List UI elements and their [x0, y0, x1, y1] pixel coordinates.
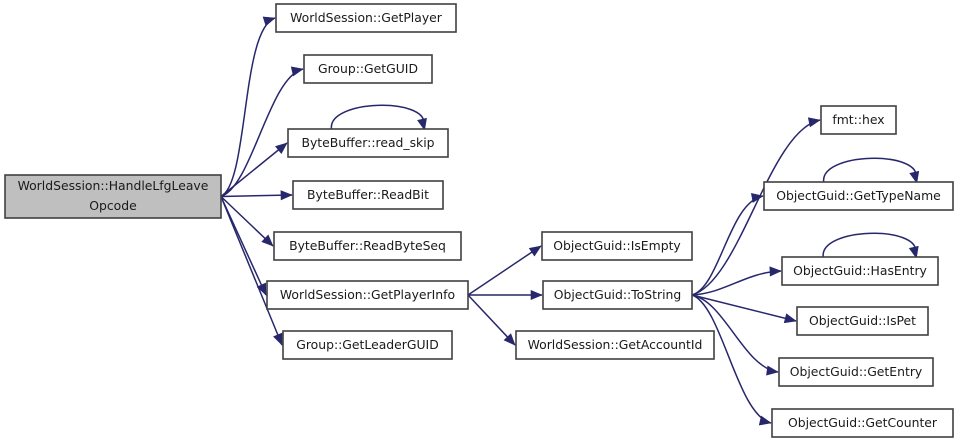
edge-root-to-read_skip [220, 142, 288, 198]
edge-gettypename-to-gettypename-arrowhead [909, 170, 920, 184]
edge-getplayerinfo-to-isempty [467, 245, 542, 296]
edge-gettypename-to-gettypename [823, 157, 920, 184]
edge-root-to-getleaderguid-arrowhead [273, 332, 283, 346]
node-ispet-box[interactable] [796, 306, 929, 336]
node-getentry-label: ObjectGuid::GetEntry [790, 364, 923, 379]
node-getplayerinfo[interactable]: WorldSession::GetPlayerInfo [266, 280, 469, 310]
edge-root-to-read_skip-arrowhead [275, 142, 288, 155]
edge-read_skip-to-read_skip [330, 104, 427, 131]
edge-root-to-getleaderguid [220, 196, 283, 346]
edge-tostring-to-getcounter [691, 294, 772, 426]
node-root-label-line1: WorldSession::HandleLfgLeave [18, 178, 209, 193]
node-getcounter[interactable]: ObjectGuid::GetCounter [771, 408, 954, 438]
node-readbyteseq-box[interactable] [273, 231, 462, 261]
node-isempty-box[interactable] [541, 231, 693, 261]
edge-root-to-getguid-arrowhead [290, 66, 304, 77]
node-read_skip[interactable]: ByteBuffer::read_skip [287, 128, 449, 158]
edge-root-to-readbit-arrowhead [280, 190, 293, 201]
node-getguid[interactable]: Group::GetGUID [303, 54, 433, 84]
node-getplayer-label: WorldSession::GetPlayer [290, 10, 443, 25]
node-getentry-box[interactable] [778, 357, 934, 387]
node-read_skip-label: ByteBuffer::read_skip [301, 135, 434, 150]
edge-tostring-to-gettypename-arrowhead [750, 192, 764, 203]
node-readbyteseq-label: ByteBuffer::ReadByteSeq [289, 238, 446, 253]
node-gettypename-box[interactable] [763, 181, 954, 211]
edge-root-to-getplayer [220, 16, 276, 198]
edge-tostring-to-fmthex [691, 117, 821, 296]
node-hasentry-label: ObjectGuid::HasEntry [793, 263, 927, 278]
edge-tostring-to-gettypename [691, 192, 764, 296]
edge-tostring-to-getentry-arrowhead [766, 365, 779, 376]
node-getplayer[interactable]: WorldSession::GetPlayer [275, 3, 457, 33]
node-readbit-label: ByteBuffer::ReadBit [307, 187, 429, 202]
edge-tostring-to-fmthex-arrowhead [807, 117, 821, 128]
edge-root-to-readbyteseq [220, 195, 274, 247]
edge-tostring-to-getentry [691, 294, 779, 376]
edge-getplayerinfo-to-tostring-arrowhead [530, 289, 543, 301]
node-getcounter-box[interactable] [771, 408, 954, 438]
edge-tostring-to-hasentry-arrowhead [769, 266, 782, 277]
node-getplayerinfo-label: WorldSession::GetPlayerInfo [280, 287, 455, 302]
node-layer: WorldSession::HandleLfgLeaveOpcodeWorldS… [4, 3, 954, 438]
node-tostring[interactable]: ObjectGuid::ToString [542, 280, 693, 310]
node-isempty-label: ObjectGuid::IsEmpty [553, 238, 681, 253]
node-getentry[interactable]: ObjectGuid::GetEntry [778, 357, 934, 387]
node-readbit[interactable]: ByteBuffer::ReadBit [292, 180, 444, 210]
edge-tostring-to-ispet [691, 294, 797, 324]
node-getguid-label: Group::GetGUID [318, 61, 418, 76]
node-gettypename-label: ObjectGuid::GetTypeName [776, 188, 941, 203]
node-getaccountid-label: WorldSession::GetAccountId [528, 337, 703, 352]
edge-tostring-to-ispet-arrowhead [783, 313, 797, 324]
node-getguid-box[interactable] [303, 54, 433, 84]
edge-root-to-readbyteseq-arrowhead [261, 234, 274, 247]
edge-getplayerinfo-to-tostring [468, 289, 543, 301]
node-getaccountid[interactable]: WorldSession::GetAccountId [515, 330, 715, 360]
edge-read_skip-to-read_skip-arrowhead [417, 117, 427, 131]
node-tostring-label: ObjectGuid::ToString [554, 287, 682, 302]
node-getplayerinfo-box[interactable] [266, 280, 469, 310]
node-ispet[interactable]: ObjectGuid::IsPet [796, 306, 929, 336]
node-fmthex[interactable]: fmt::hex [820, 105, 897, 135]
node-hasentry-box[interactable] [781, 256, 939, 286]
edge-root-to-getplayerinfo-arrowhead [256, 282, 267, 296]
edge-tostring-to-getcounter-arrowhead [758, 415, 772, 426]
edge-hasentry-to-hasentry-arrowhead [908, 245, 919, 259]
node-getaccountid-box[interactable] [515, 330, 715, 360]
node-fmthex-box[interactable] [820, 105, 897, 135]
node-readbit-box[interactable] [292, 180, 444, 210]
node-getleaderguid-box[interactable] [282, 330, 453, 360]
node-read_skip-box[interactable] [287, 128, 449, 158]
node-isempty[interactable]: ObjectGuid::IsEmpty [541, 231, 693, 261]
edge-hasentry-to-hasentry [822, 232, 919, 259]
node-getleaderguid[interactable]: Group::GetLeaderGUID [282, 330, 453, 360]
node-gettypename[interactable]: ObjectGuid::GetTypeName [763, 181, 954, 211]
node-getcounter-label: ObjectGuid::GetCounter [788, 415, 938, 430]
edge-tostring-to-hasentry [691, 266, 782, 296]
node-fmthex-label: fmt::hex [832, 112, 884, 127]
edge-root-to-readbit [220, 190, 293, 201]
node-root-box[interactable] [4, 174, 222, 219]
node-ispet-label: ObjectGuid::IsPet [809, 313, 916, 328]
edge-layer [220, 16, 920, 426]
node-getleaderguid-label: Group::GetLeaderGUID [296, 337, 439, 352]
edge-getplayerinfo-to-isempty-arrowhead [528, 245, 542, 257]
node-getplayer-box[interactable] [275, 3, 457, 33]
edge-getplayerinfo-to-getaccountid [467, 294, 516, 346]
node-root-label-line2: Opcode [89, 198, 137, 213]
edge-root-to-getplayer-arrowhead [262, 16, 276, 27]
node-readbyteseq[interactable]: ByteBuffer::ReadByteSeq [273, 231, 462, 261]
node-tostring-box[interactable] [542, 280, 693, 310]
edge-getplayerinfo-to-getaccountid-arrowhead [503, 333, 516, 346]
node-hasentry[interactable]: ObjectGuid::HasEntry [781, 256, 939, 286]
